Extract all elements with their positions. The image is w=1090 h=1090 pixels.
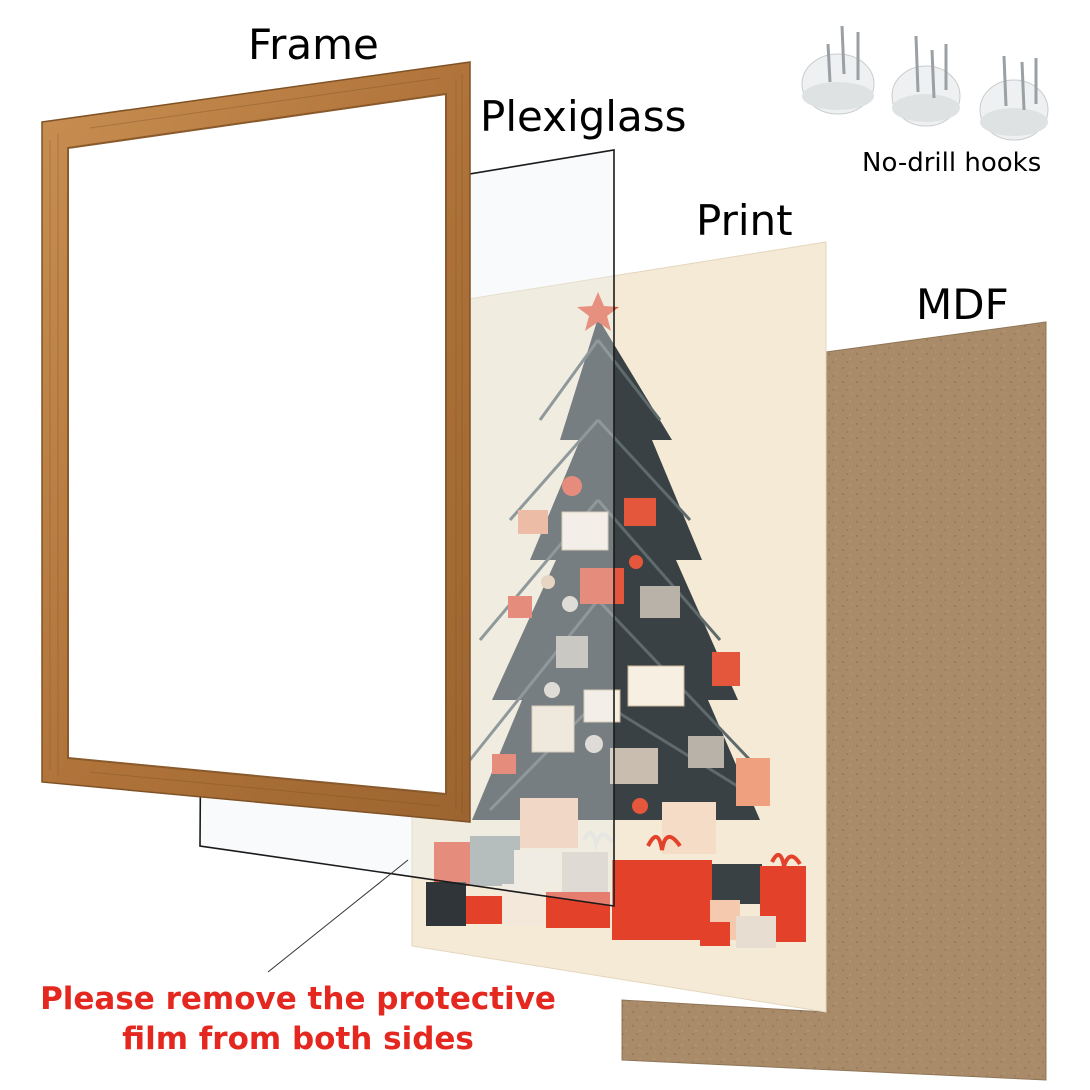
hooks-label: No-drill hooks <box>862 148 1042 178</box>
notice-line-2: film from both sides <box>122 1020 474 1057</box>
protective-film-notice: Please remove the protective film from b… <box>18 980 578 1059</box>
hook-icon <box>801 25 1049 141</box>
frame-label: Frame <box>248 20 379 69</box>
notice-line-1: Please remove the protective <box>40 981 556 1017</box>
wooden-frame <box>41 61 471 823</box>
print-sheet <box>411 241 827 1013</box>
plexiglass-label: Plexiglass <box>480 92 687 141</box>
print-label: Print <box>696 196 793 245</box>
star-icon <box>577 292 619 331</box>
gifts-under-tree <box>426 798 806 948</box>
mdf-label: MDF <box>916 280 1009 329</box>
